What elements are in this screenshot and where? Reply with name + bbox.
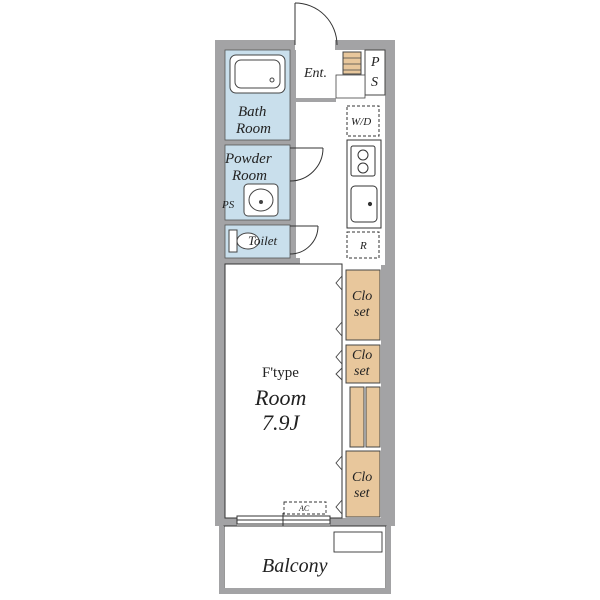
bathtub-icon: [229, 54, 286, 94]
shoe-rack: [342, 51, 362, 75]
closet2-label-1: Clo: [352, 348, 372, 363]
wall-closet-right: [381, 265, 385, 520]
room-type-label: F'type: [262, 365, 299, 381]
closet1-label-1: Clo: [352, 289, 372, 304]
entrance-step: [335, 74, 366, 99]
wall-top-left: [215, 40, 295, 50]
wall-right: [385, 40, 395, 525]
wall-toilet-bottom: [225, 258, 300, 264]
fridge-space: [346, 231, 380, 259]
toilet-label: Toilet: [248, 233, 278, 248]
shelf-strip: [349, 386, 365, 448]
toilet-icon: [228, 229, 260, 253]
wall-top-right: [335, 40, 395, 50]
closet1-label-2: set: [354, 305, 371, 320]
outer-walls: [215, 40, 395, 526]
bath-label-1: Bath: [238, 104, 266, 120]
closet-3: [345, 450, 381, 518]
closet2-label-2: set: [354, 364, 371, 379]
main-room-floor: [224, 263, 343, 519]
entrance-area: [335, 49, 386, 99]
pipe-shaft-top: [364, 49, 386, 96]
wd-label: W/D: [351, 116, 371, 128]
labels: Ent. P S W/D R Bath Room Powder Room PS …: [221, 55, 380, 577]
shelf-strip-2: [365, 386, 381, 448]
wall-left: [215, 40, 225, 525]
closets: [345, 269, 381, 518]
powder-label-2: Room: [231, 168, 267, 184]
balcony-label: Balcony: [262, 555, 328, 577]
washer-dryer-space: [346, 105, 380, 137]
closet3-label-2: set: [354, 486, 371, 501]
entrance-label: Ent.: [303, 66, 327, 81]
entrance-door-icon: [294, 2, 338, 46]
ps-side-label: PS: [221, 199, 235, 211]
ac-unit: [283, 501, 327, 515]
wash-basin-icon: [243, 183, 279, 217]
fridge-label: R: [359, 240, 367, 252]
ac-label: AC: [298, 504, 310, 513]
outdoor-unit: [333, 531, 383, 553]
balcony-window: [236, 513, 331, 527]
ps-top-label-2: S: [371, 75, 378, 90]
closet-1: [345, 269, 381, 341]
room-size-label: 7.9J: [262, 410, 301, 435]
bath-label-2: Room: [235, 121, 271, 137]
wall-kitchen-divider: [290, 50, 296, 260]
kitchen-counter: [346, 139, 382, 229]
wall-entrance-bottom: [296, 98, 336, 102]
closet-door-marks: [335, 275, 343, 515]
wall-bottom-left: [215, 518, 237, 526]
wall-bottom-right: [330, 518, 395, 526]
wall-bath-bottom: [225, 140, 290, 145]
ps-top-label-1: P: [370, 55, 380, 70]
room-label: Room: [254, 385, 306, 410]
powder-label-1: Powder: [224, 151, 272, 167]
wall-powder-bottom: [225, 220, 290, 225]
stove-icon: [350, 145, 376, 177]
sink-icon: [350, 185, 378, 223]
balcony: [219, 525, 391, 594]
closet-2: [345, 344, 381, 384]
closet3-label-1: Clo: [352, 470, 372, 485]
